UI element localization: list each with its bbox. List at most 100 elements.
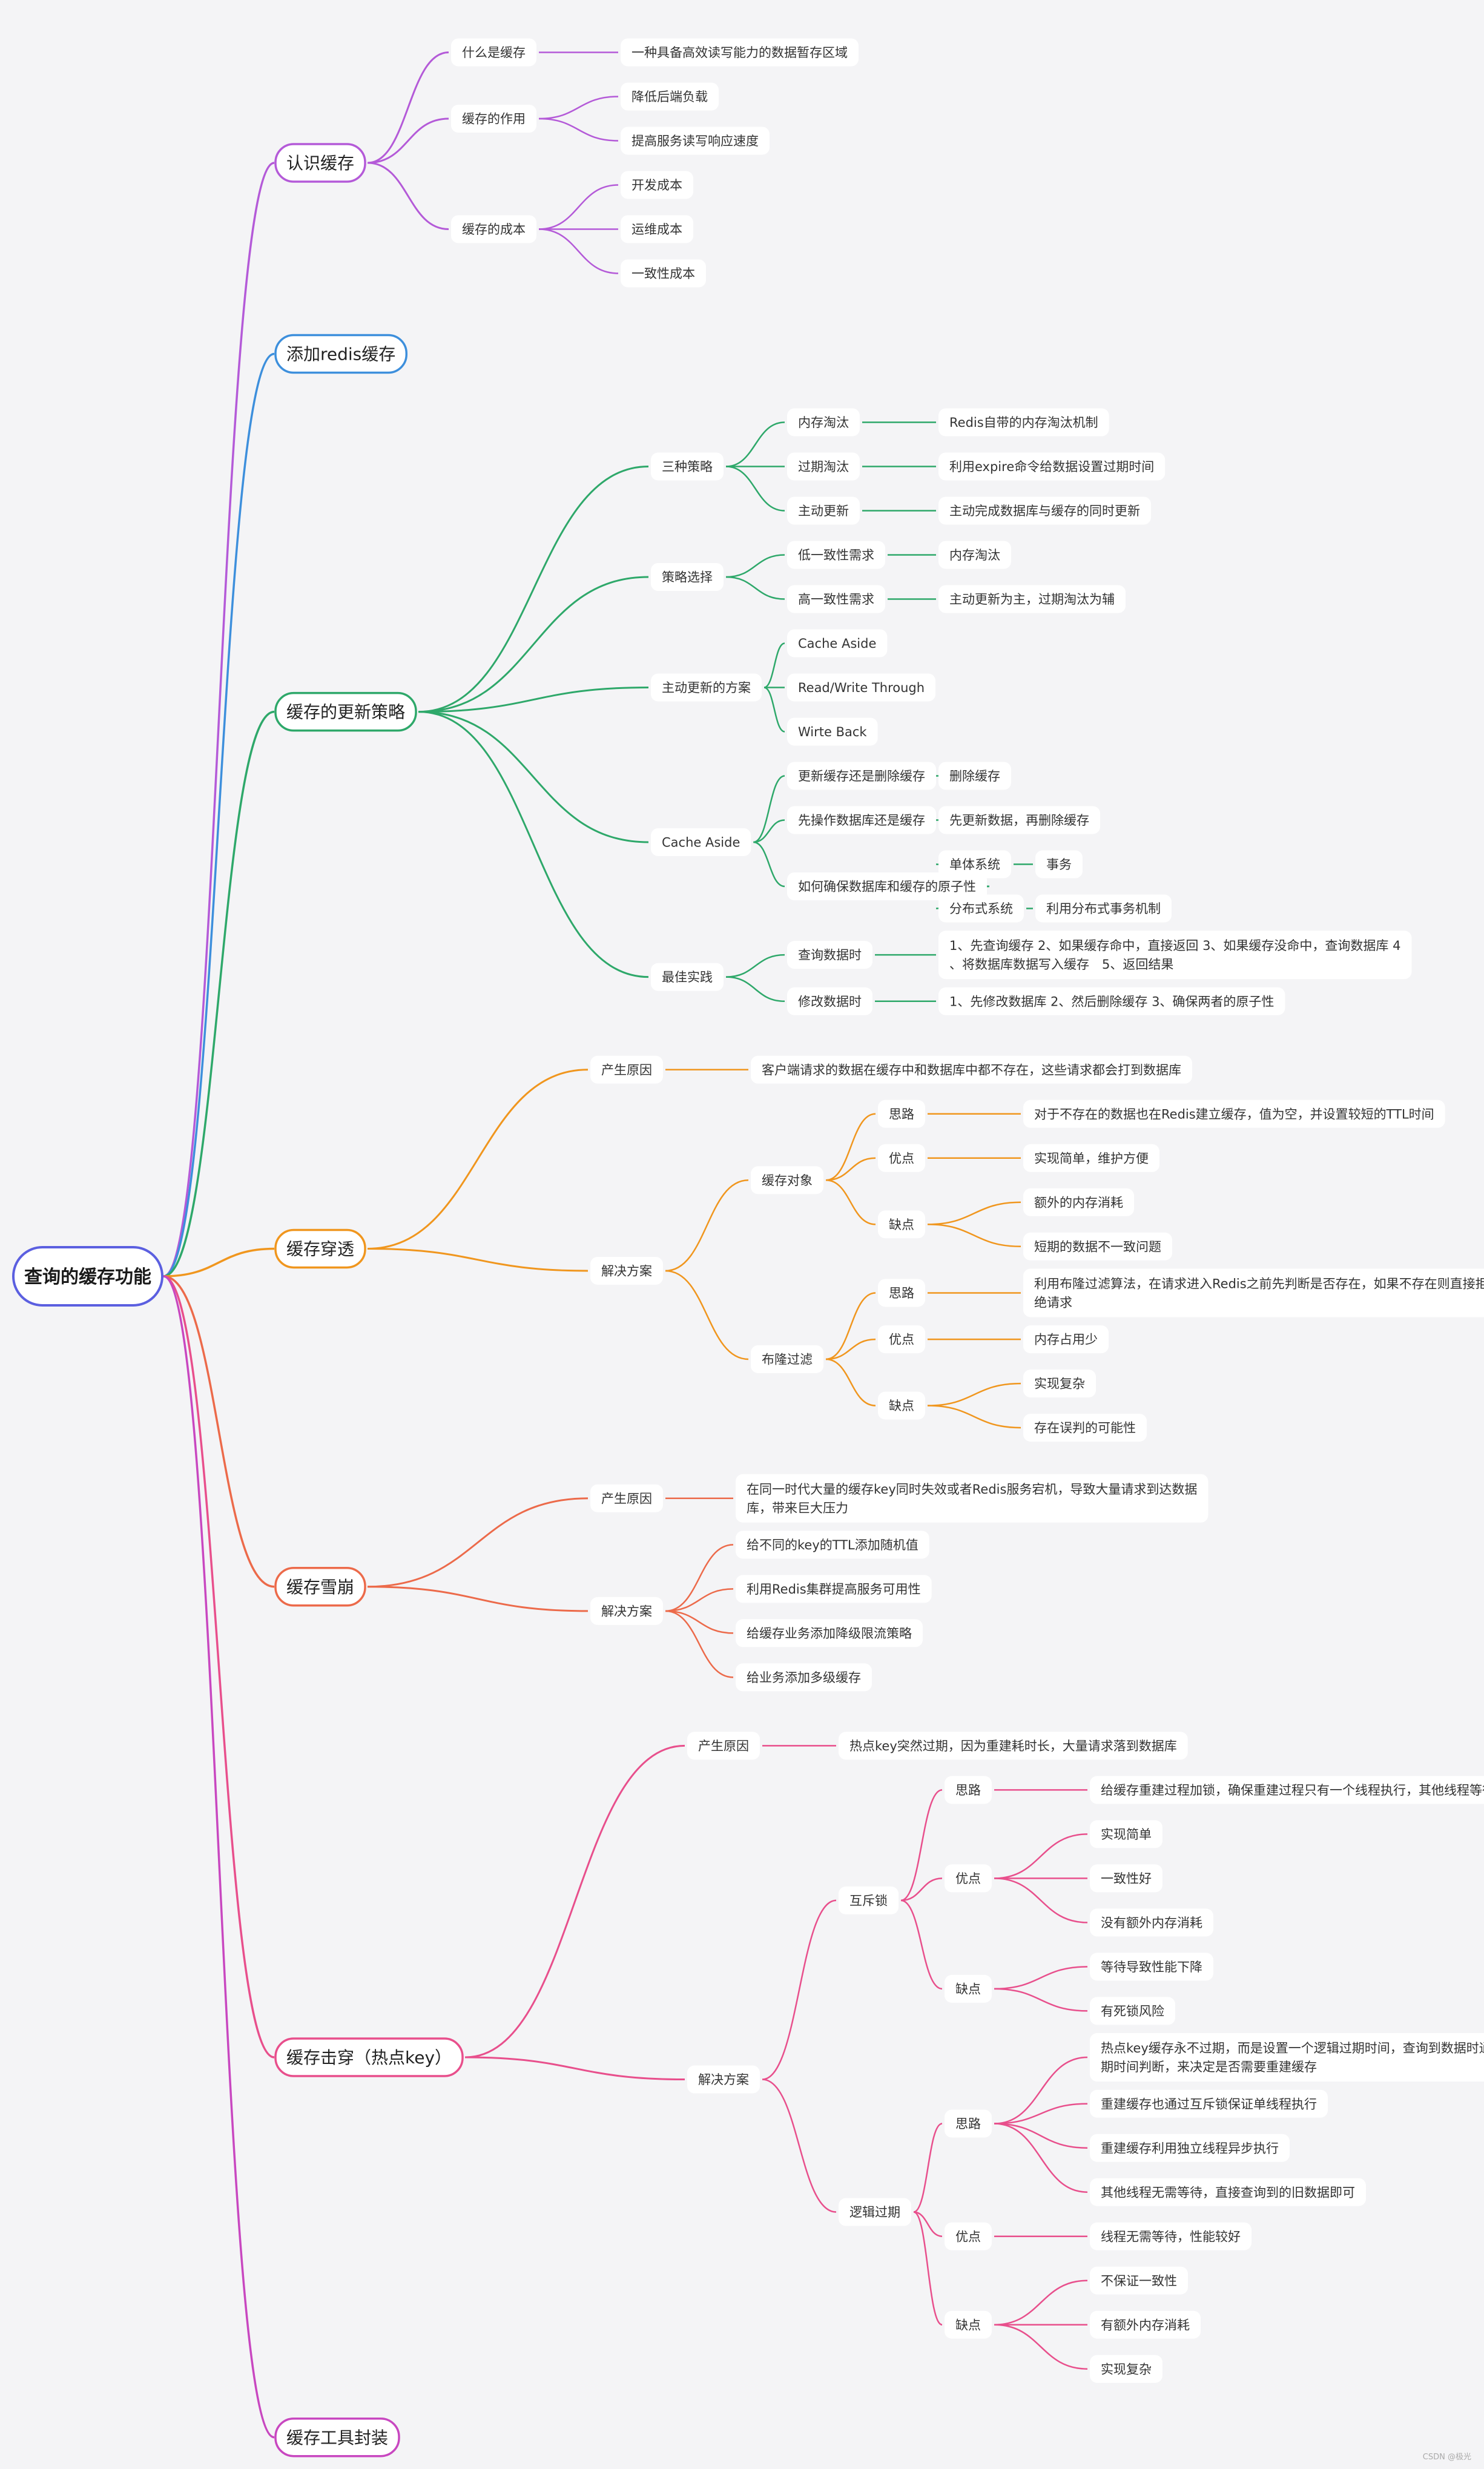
mind-map-node[interactable]: 实现简单 (1090, 1820, 1162, 1848)
mind-map-node[interactable]: 主动更新 (787, 496, 860, 525)
mind-map-node[interactable]: 短期的数据不一致问题 (1023, 1232, 1172, 1261)
mind-map-node[interactable]: 逻辑过期 (839, 2198, 911, 2226)
mind-map-node[interactable]: 分布式系统 (938, 894, 1024, 923)
mind-map-node[interactable]: 其他线程无需等待，直接查询到的旧数据即可 (1090, 2178, 1366, 2206)
mind-map-node[interactable]: 热点key缓存永不过期，而是设置一个逻辑过期时间，查询到数据时通过对逻辑过期时间… (1090, 2033, 1484, 2082)
mind-map-node[interactable]: 单体系统 (938, 850, 1011, 878)
mind-map-node[interactable]: 思路 (945, 2109, 992, 2138)
mind-map-node[interactable]: 缺点 (945, 1974, 992, 2003)
mind-map-node[interactable]: 最佳实践 (651, 963, 724, 991)
mind-map-node[interactable]: 实现复杂 (1090, 2355, 1162, 2383)
mind-map-node[interactable]: 主动更新的方案 (651, 673, 762, 702)
mind-map-node[interactable]: 思路 (878, 1279, 925, 1307)
mind-map-node[interactable]: 有额外内存消耗 (1090, 2310, 1201, 2339)
mind-map-node[interactable]: Cache Aside (651, 828, 751, 856)
mind-map-node[interactable]: Read/Write Through (787, 673, 936, 702)
mind-map-node[interactable]: 给不同的key的TTL添加随机值 (736, 1531, 929, 1559)
mind-map-node[interactable]: 思路 (945, 1776, 992, 1804)
mind-map-node[interactable]: 降低后端负载 (621, 82, 719, 111)
mind-map-node[interactable]: 先操作数据库还是缓存 (787, 806, 936, 834)
mind-map-node[interactable]: 产生原因 (687, 1732, 760, 1760)
mind-map-node[interactable]: Wirte Back (787, 717, 878, 746)
mind-map-node[interactable]: 线程无需等待，性能较好 (1090, 2222, 1252, 2250)
mind-map-node[interactable]: 客户端请求的数据在缓存中和数据库中都不存在，这些请求都会打到数据库 (751, 1055, 1192, 1084)
mind-map-node[interactable]: 事务 (1035, 850, 1083, 878)
mind-map-node[interactable]: 对于不存在的数据也在Redis建立缓存，值为空，并设置较短的TTL时间 (1023, 1099, 1445, 1128)
mind-map-node[interactable]: 利用expire命令给数据设置过期时间 (938, 452, 1166, 481)
mind-map-node[interactable]: 缺点 (878, 1210, 925, 1239)
mind-map-node[interactable]: 解决方案 (687, 2065, 760, 2094)
mind-map-node[interactable]: 开发成本 (621, 171, 693, 199)
mind-map-node[interactable]: 一种具备高效读写能力的数据暂存区域 (621, 38, 859, 67)
mind-map-node[interactable]: 内存淘汰 (787, 408, 860, 437)
mind-map-node[interactable]: 运维成本 (621, 215, 693, 243)
mind-map-node[interactable]: 修改数据时 (787, 987, 872, 1015)
mind-map-node[interactable]: 先更新数据，再删除缓存 (938, 806, 1100, 834)
mind-map-node[interactable]: 有死锁风险 (1090, 1997, 1175, 2025)
branch-topic[interactable]: 缓存工具封装 (274, 2417, 400, 2457)
mind-map-node[interactable]: 互斥锁 (839, 1886, 899, 1914)
mind-map-node[interactable]: 提高服务读写响应速度 (621, 127, 770, 155)
branch-topic[interactable]: 添加redis缓存 (274, 334, 408, 374)
mind-map-node[interactable]: 给业务添加多级缓存 (736, 1663, 872, 1692)
mind-map-node[interactable]: 布隆过滤 (751, 1345, 823, 1373)
mind-map-node[interactable]: 三种策略 (651, 452, 724, 481)
mind-map-node[interactable]: 主动更新为主，过期淘汰为辅 (938, 585, 1126, 613)
mind-map-node[interactable]: Redis自带的内存淘汰机制 (938, 408, 1109, 437)
mind-map-node[interactable]: 缓存的作用 (451, 105, 536, 133)
branch-topic[interactable]: 缓存击穿（热点key） (274, 2037, 464, 2077)
branch-topic[interactable]: 认识缓存 (274, 143, 366, 183)
mind-map-node[interactable]: 给缓存业务添加降级限流策略 (736, 1619, 923, 1647)
mind-map-node[interactable]: 高一致性需求 (787, 585, 885, 613)
mind-map-node[interactable]: 一致性好 (1090, 1864, 1162, 1893)
mind-map-node[interactable]: 利用分布式事务机制 (1035, 894, 1172, 923)
mind-map-node[interactable]: 缺点 (945, 2310, 992, 2339)
mind-map-node[interactable]: 内存淘汰 (938, 541, 1011, 569)
mind-map-node[interactable]: 低一致性需求 (787, 541, 885, 569)
mind-map-node[interactable]: 删除缓存 (938, 762, 1011, 790)
mind-map-node[interactable]: 缺点 (878, 1391, 925, 1420)
mind-map-node[interactable]: 主动完成数据库与缓存的同时更新 (938, 496, 1151, 525)
mind-map-node[interactable]: 一致性成本 (621, 259, 706, 288)
root-topic[interactable]: 查询的缓存功能 (12, 1246, 163, 1307)
mind-map-node[interactable]: 缓存对象 (751, 1166, 823, 1195)
mind-map-node[interactable]: 解决方案 (590, 1256, 663, 1285)
mind-map-node[interactable]: 更新缓存还是删除缓存 (787, 762, 936, 790)
mind-map-node[interactable]: 实现复杂 (1023, 1370, 1096, 1398)
mind-map-node[interactable]: 产生原因 (590, 1484, 663, 1512)
mind-map-node[interactable]: 1、先查询缓存 2、如果缓存命中，直接返回 3、如果缓存没命中，查询数据库 4、… (938, 931, 1412, 980)
mind-map-node[interactable]: 利用布隆过滤算法，在请求进入Redis之前先判断是否存在，如果不存在则直接拒绝请… (1023, 1268, 1484, 1317)
branch-topic[interactable]: 缓存的更新策略 (274, 691, 417, 732)
mind-map-node[interactable]: 产生原因 (590, 1055, 663, 1084)
mind-map-node[interactable]: 缓存的成本 (451, 215, 536, 243)
mind-map-node[interactable]: 等待导致性能下降 (1090, 1953, 1213, 1981)
mind-map-node[interactable]: 思路 (878, 1099, 925, 1128)
branch-topic[interactable]: 缓存穿透 (274, 1228, 366, 1269)
mind-map-node[interactable]: 什么是缓存 (451, 38, 536, 67)
mind-map-node[interactable]: 内存占用少 (1023, 1325, 1109, 1354)
branch-topic[interactable]: 缓存雪崩 (274, 1567, 366, 1607)
mind-map-node[interactable]: 如何确保数据库和缓存的原子性 (787, 872, 987, 900)
mind-map-node[interactable]: 存在误判的可能性 (1023, 1414, 1147, 1442)
mind-map-node[interactable]: 给缓存重建过程加锁，确保重建过程只有一个线程执行，其他线程等待 (1090, 1776, 1484, 1804)
mind-map-node[interactable]: 实现简单，维护方便 (1023, 1144, 1159, 1172)
mind-map-node[interactable]: 利用Redis集群提高服务可用性 (736, 1575, 932, 1603)
mind-map-node[interactable]: 优点 (945, 1864, 992, 1893)
mind-map-node[interactable]: 不保证一致性 (1090, 2266, 1188, 2295)
mind-map-node[interactable]: 优点 (878, 1144, 925, 1172)
mind-map-node[interactable]: 重建缓存也通过互斥锁保证单线程执行 (1090, 2089, 1328, 2118)
mind-map-node[interactable]: 热点key突然过期，因为重建耗时长，大量请求落到数据库 (839, 1732, 1188, 1760)
mind-map-node[interactable]: 优点 (945, 2222, 992, 2250)
mind-map-node[interactable]: 额外的内存消耗 (1023, 1188, 1134, 1216)
mind-map-node[interactable]: 查询数据时 (787, 941, 872, 969)
mind-map-node[interactable]: 过期淘汰 (787, 452, 860, 481)
mind-map-node[interactable]: 在同一时代大量的缓存key同时失效或者Redis服务宕机，导致大量请求到达数据库… (736, 1474, 1209, 1523)
mind-map-node[interactable]: 优点 (878, 1325, 925, 1354)
mind-map-node[interactable]: 解决方案 (590, 1597, 663, 1625)
mind-map-node[interactable]: 1、先修改数据库 2、然后删除缓存 3、确保两者的原子性 (938, 987, 1285, 1015)
mind-map-node[interactable]: Cache Aside (787, 629, 888, 658)
node-box (938, 496, 1151, 525)
mind-map-node[interactable]: 策略选择 (651, 563, 724, 591)
mind-map-node[interactable]: 重建缓存利用独立线程异步执行 (1090, 2134, 1290, 2162)
mind-map-node[interactable]: 没有额外内存消耗 (1090, 1908, 1213, 1937)
